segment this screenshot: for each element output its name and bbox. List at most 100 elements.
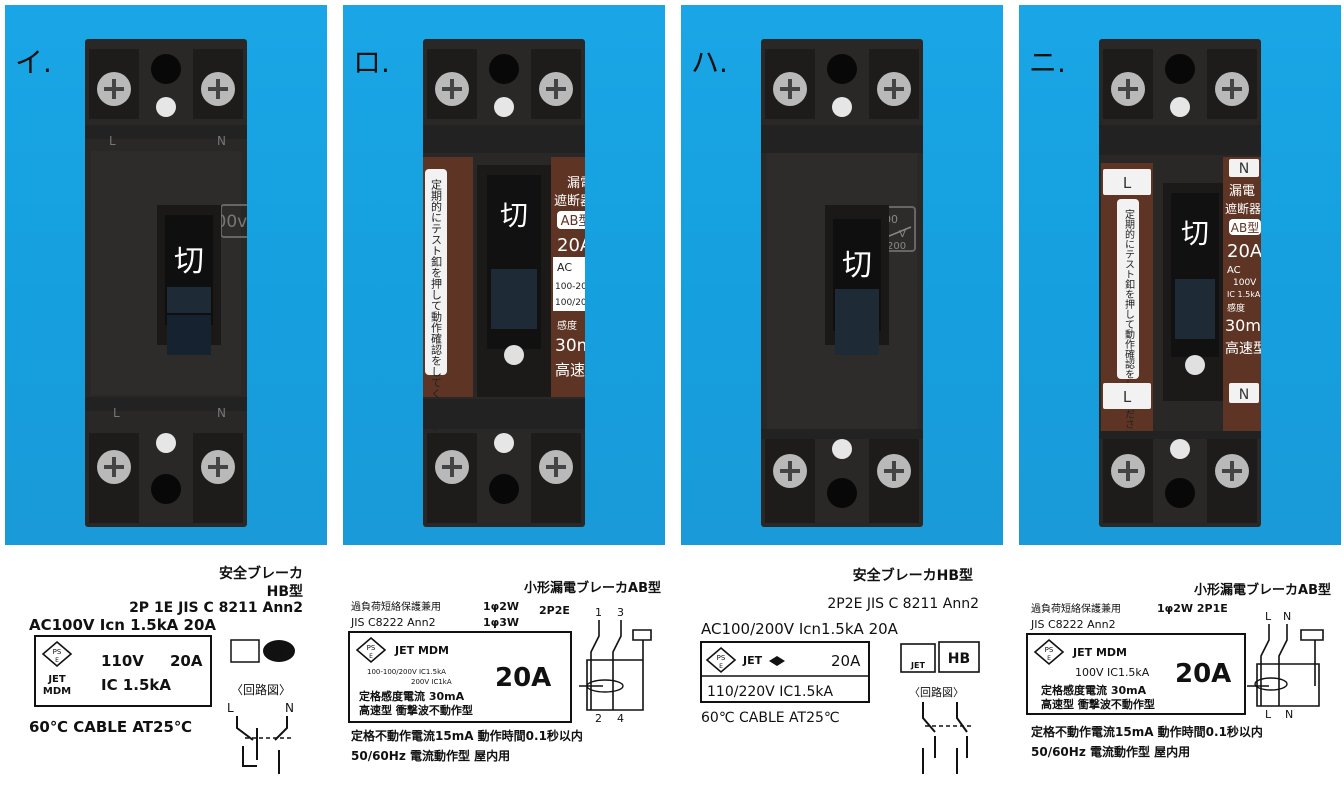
- svg-text:E: E: [719, 663, 723, 670]
- svg-text:感度: 感度: [557, 319, 577, 332]
- svg-text:E: E: [55, 657, 59, 664]
- panel-label: ニ.: [1029, 46, 1066, 79]
- panel-label: イ.: [15, 46, 52, 79]
- breaker-ab-100v: L 定期的にテスト釦を押して動作確認をしてください L 切 N 漏電 遮断器 A…: [1099, 39, 1261, 527]
- svg-text:JET: JET: [47, 674, 66, 685]
- svg-text:100/200V: 100/200V: [555, 298, 585, 308]
- svg-text:安全ブレーカHB型: 安全ブレーカHB型: [853, 567, 973, 584]
- hb-mark-icon: [263, 640, 295, 662]
- svg-text:AB型: AB型: [561, 214, 585, 229]
- svg-text:〈回路図〉: 〈回路図〉: [231, 682, 291, 697]
- svg-text:2P2E: 2P2E: [539, 604, 570, 617]
- svg-text:PS: PS: [53, 648, 62, 656]
- jet-mark-icon: [230, 639, 260, 663]
- svg-text:遮断器: 遮断器: [554, 193, 585, 209]
- svg-text:L: L: [1123, 388, 1132, 406]
- svg-text:JET: JET: [742, 654, 763, 667]
- breaker-photo-ha: ハ. 100 V 200 切: [681, 5, 1003, 545]
- svg-text:高速型: 高速型: [1225, 340, 1261, 357]
- circuit-diagram: [1247, 624, 1324, 707]
- svg-text:高速型: 高速型: [555, 361, 585, 379]
- diamond-mark-icon: [769, 656, 785, 666]
- svg-text:N: N: [1285, 708, 1293, 721]
- svg-text:20A: 20A: [1227, 241, 1261, 262]
- svg-text:小形漏電ブレーカAB型: 小形漏電ブレーカAB型: [524, 580, 661, 596]
- svg-text:V: V: [899, 229, 906, 240]
- svg-text:JIS C8222 Ann2: JIS C8222 Ann2: [350, 616, 436, 629]
- svg-text:過負荷短絡保護兼用: 過負荷短絡保護兼用: [1031, 602, 1121, 615]
- svg-text:切: 切: [1181, 217, 1209, 250]
- circuit-diagram: [579, 620, 652, 711]
- svg-text:50/60Hz 電流動作型 屋内用: 50/60Hz 電流動作型 屋内用: [1031, 744, 1190, 759]
- pse-diamond-icon: [41, 640, 73, 668]
- svg-text:AC100V Icn 1.5kA 20A: AC100V Icn 1.5kA 20A: [29, 616, 216, 634]
- svg-text:2: 2: [595, 712, 602, 725]
- svg-text:60℃ CABLE AT25℃: 60℃ CABLE AT25℃: [701, 710, 840, 726]
- svg-text:定格不動作電流15mA 動作時間0.1秒以内: 定格不動作電流15mA 動作時間0.1秒以内: [351, 728, 583, 743]
- jet-mark-icon: [900, 643, 936, 673]
- svg-text:2P 1E JIS C 8211 Ann2: 2P 1E JIS C 8211 Ann2: [129, 600, 303, 616]
- svg-text:過負荷短絡保護兼用: 過負荷短絡保護兼用: [351, 600, 441, 613]
- breaker-photo-i: イ. L N 100v 切 L N: [5, 5, 327, 545]
- svg-text:L: L: [1123, 174, 1132, 192]
- pse-diamond-icon: [1033, 638, 1065, 666]
- svg-text:50/60Hz 電流動作型 屋内用: 50/60Hz 電流動作型 屋内用: [351, 748, 510, 763]
- svg-text:4: 4: [617, 712, 624, 725]
- svg-text:L: L: [113, 406, 120, 420]
- circuit-diagram: [236, 716, 288, 774]
- svg-text:高速型 衝撃波不動作型: 高速型 衝撃波不動作型: [1041, 697, 1155, 711]
- spec-label-ni: 小形漏電ブレーカAB型 過負荷短絡保護兼用 1φ2W 2P1E JIS C822…: [1026, 582, 1331, 759]
- svg-text:100-200V: 100-200V: [555, 282, 585, 292]
- svg-text:L: L: [1265, 708, 1272, 721]
- spec-label-ha: 安全ブレーカHB型 2P2E JIS C 8211 Ann2 AC100/200…: [700, 567, 980, 774]
- svg-text:3: 3: [617, 606, 624, 619]
- svg-text:IC 1.5kA: IC 1.5kA: [101, 676, 171, 694]
- svg-text:遮断器: 遮断器: [1225, 201, 1261, 216]
- svg-text:1φ2W 2P1E: 1φ2W 2P1E: [1157, 602, 1228, 615]
- svg-text:60℃ CABLE AT25℃: 60℃ CABLE AT25℃: [29, 718, 192, 736]
- svg-text:1: 1: [595, 606, 602, 619]
- svg-text:切: 切: [500, 199, 528, 232]
- test-reminder-label: 定期的にテスト釦を押して動作確認をしてください: [430, 178, 443, 432]
- svg-text:N: N: [1283, 610, 1291, 623]
- svg-text:200V IC1kA: 200V IC1kA: [411, 678, 452, 686]
- toggle-off-text: 切: [174, 244, 204, 279]
- svg-text:N: N: [1239, 161, 1249, 177]
- spec-label-i: 安全ブレーカ HB型 2P 1E JIS C 8211 Ann2 AC100V …: [29, 565, 303, 774]
- test-button[interactable]: [1185, 355, 1205, 375]
- svg-text:E: E: [369, 653, 373, 660]
- svg-text:20A: 20A: [170, 652, 203, 670]
- breaker-photo-ro: ロ. 定期的にテスト釦を押して動作確認をしてください 切 漏電 遮断器 AB型 …: [343, 5, 665, 545]
- svg-text:20A: 20A: [557, 235, 585, 256]
- svg-text:感度: 感度: [1227, 302, 1245, 314]
- svg-text:AB型: AB型: [1231, 221, 1259, 235]
- breaker-ab-200v: 定期的にテスト釦を押して動作確認をしてください 切 漏電 遮断器 AB型 20A…: [423, 39, 585, 527]
- svg-text:定格感度電流 30mA: 定格感度電流 30mA: [359, 689, 465, 703]
- spec-label-ro: 小形漏電ブレーカAB型 過負荷短絡保護兼用 1φ2W 2P2E JIS C822…: [348, 580, 661, 763]
- svg-text:1φ2W: 1φ2W: [483, 600, 519, 613]
- svg-text:定格感度電流 30mA: 定格感度電流 30mA: [1041, 683, 1147, 697]
- svg-text:110V: 110V: [101, 652, 144, 670]
- svg-text:20A: 20A: [495, 663, 551, 693]
- svg-text:L: L: [1265, 610, 1272, 623]
- test-button[interactable]: [504, 345, 524, 365]
- svg-text:L: L: [227, 701, 234, 715]
- svg-text:N: N: [1239, 387, 1249, 403]
- svg-text:E: E: [1047, 655, 1051, 662]
- breaker-hb-100-200v: 100 V 200 切: [761, 39, 923, 527]
- svg-text:N: N: [285, 701, 294, 715]
- svg-text:20A: 20A: [831, 652, 861, 670]
- svg-text:JET: JET: [910, 661, 925, 670]
- svg-text:100V: 100V: [1233, 278, 1257, 288]
- svg-text:PS: PS: [367, 644, 376, 652]
- svg-text:定格不動作電流15mA 動作時間0.1秒以内: 定格不動作電流15mA 動作時間0.1秒以内: [1031, 724, 1263, 739]
- svg-text:漏電: 漏電: [1229, 183, 1255, 199]
- pse-diamond-icon: [355, 636, 387, 664]
- svg-text:定期的にテスト釦を押して動作確認をしてください: 定期的にテスト釦を押して動作確認をしてください: [1123, 208, 1135, 439]
- svg-text:2P2E JIS C 8211 Ann2: 2P2E JIS C 8211 Ann2: [827, 596, 979, 612]
- circuit-diagram: [922, 702, 968, 774]
- pse-diamond-icon: [705, 646, 737, 674]
- svg-text:AC100/200V Icn1.5kA 20A: AC100/200V Icn1.5kA 20A: [701, 620, 899, 638]
- svg-text:〈回路図〉: 〈回路図〉: [909, 686, 964, 699]
- svg-text:PS: PS: [717, 654, 726, 662]
